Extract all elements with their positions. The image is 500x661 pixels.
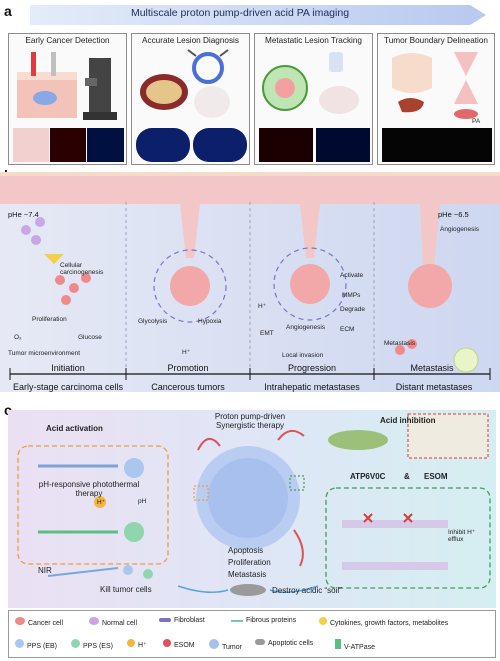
- fibroblast-icon: [159, 618, 171, 622]
- legend: Cancer cell Normal cell Fibroblast Fibro…: [8, 610, 496, 658]
- ph-right: pHe ~6.5: [438, 210, 469, 219]
- label-activate: Activate: [340, 272, 364, 279]
- pa-cross-section-2: [193, 128, 247, 162]
- label-degrade: Degrade: [340, 306, 365, 313]
- kill-tumor-label: Kill tumor cells: [100, 585, 152, 594]
- tumor-icon: [209, 639, 219, 649]
- panel-c-label: c: [4, 402, 12, 418]
- tumor-progression-diagram: [0, 172, 500, 392]
- stage-promotion-sub: Cancerous tumors: [151, 382, 225, 392]
- card-metastatic-tracking: Metastatic Lesion Tracking: [254, 33, 373, 165]
- legend-cytokines: Cytokines, growth factors, metabolites: [319, 617, 448, 627]
- card-title: Metastatic Lesion Tracking: [265, 36, 362, 45]
- cancer-cell-icon: [15, 617, 25, 625]
- card-title: Early Cancer Detection: [25, 36, 110, 45]
- fibrous-protein-icon: [231, 620, 243, 622]
- apoptotic-cell-icon: [255, 639, 265, 645]
- label-cellular-carcinogenesis: Cellular carcinogenesis: [60, 262, 104, 276]
- nir-label: NIR: [38, 566, 52, 575]
- lymph-node-illustration: [262, 52, 359, 114]
- label-tumor-microenvironment: Tumor microenvironment: [8, 350, 81, 357]
- pps-eb-icon: [15, 639, 24, 648]
- atp6v0c-label: ATP6V0C: [350, 472, 386, 481]
- acid-inhibition-title: Acid inhibition: [380, 416, 436, 425]
- label-hypoxia: Hypoxia: [198, 318, 222, 325]
- center-therapy-title: Proton pump-driven Synergistic therapy: [214, 412, 286, 430]
- label-proliferation: Proliferation: [32, 316, 67, 323]
- label-o2: O₂: [14, 334, 22, 341]
- skin-tissue-illustration: [17, 52, 117, 120]
- ph-left: pHe ~7.4: [8, 210, 39, 219]
- inhibit-efflux-label: Inhibit H⁺ efflux: [448, 529, 476, 543]
- pps-es-icon: [71, 639, 80, 648]
- card-lesion-diagnosis: Accurate Lesion Diagnosis: [131, 33, 250, 165]
- therapy-diagram: [8, 410, 496, 608]
- legend-fibroblast: Fibroblast: [159, 617, 205, 624]
- pa-3d-image: [382, 128, 492, 162]
- acid-activation-title: Acid activation: [46, 424, 103, 433]
- stage-initiation-sub: Early-stage carcinoma cells: [12, 382, 124, 392]
- normal-cell-icon: [89, 617, 99, 625]
- pa-metastasis-blue: [316, 128, 370, 162]
- legend-v-atpase: V-ATPase: [335, 639, 375, 651]
- esom-icon: [163, 639, 171, 647]
- legend-tumor: Tumor: [209, 639, 242, 651]
- legend-h-plus: H⁺: [127, 639, 147, 649]
- label-glycolysis: Glycolysis: [138, 318, 168, 325]
- cytokine-icon: [319, 617, 327, 625]
- legend-fibrous-proteins: Fibrous proteins: [231, 617, 296, 624]
- legend-apoptotic-cells: Apoptotic cells: [255, 639, 313, 647]
- legend-normal-cell: Normal cell: [89, 617, 137, 627]
- card-title: Accurate Lesion Diagnosis: [142, 36, 239, 45]
- h-plus-label: H⁺: [97, 499, 106, 506]
- esom-label: ESOM: [424, 472, 448, 481]
- label-h-plus-promotion: H⁺: [182, 349, 191, 356]
- stage-promotion: Promotion: [167, 363, 209, 373]
- card-early-detection: Early Cancer Detection: [8, 33, 127, 165]
- stage-metastasis-sub: Distant metastases: [395, 382, 473, 392]
- label-glucose: Glucose: [78, 334, 102, 341]
- card-tumor-boundary: Tumor Boundary Delineation PA: [377, 33, 495, 165]
- mouse-scan-illustration: [140, 49, 230, 118]
- label-ecm: ECM: [340, 326, 355, 333]
- label-emt: EMT: [260, 330, 274, 337]
- label-angiogenesis-metastasis: Angiogenesis: [440, 226, 480, 233]
- label-local-invasion: Local invasion: [282, 352, 324, 359]
- pa-tag: PA: [472, 118, 481, 125]
- effect-apoptosis: Apoptosis: [228, 546, 264, 555]
- pa-metastasis-red: [259, 128, 313, 162]
- legend-pps-es: PPS (ES): [71, 639, 113, 650]
- banner-title: Multiscale proton pump-driven acid PA im…: [130, 7, 350, 19]
- red-pa-image: [50, 128, 86, 162]
- label-angiogenesis-progression: Angiogenesis: [286, 324, 326, 331]
- stage-progression: Progression: [287, 363, 337, 373]
- surgery-illustration: [392, 52, 478, 119]
- label-h-plus-progression: H⁺: [258, 303, 267, 310]
- banner-arrow: [30, 5, 486, 25]
- skin-vessel-image: [13, 128, 49, 162]
- pa-cross-section-1: [136, 128, 190, 162]
- stage-initiation: Initiation: [51, 363, 85, 373]
- ampersand-label: &: [404, 472, 410, 481]
- effect-proliferation: Proliferation: [228, 558, 271, 567]
- effect-metastasis: Metastasis: [228, 570, 267, 579]
- ph-down-label: pH: [138, 498, 147, 505]
- blue-pa-image: [87, 128, 124, 162]
- card-title: Tumor Boundary Delineation: [384, 36, 488, 45]
- h-plus-icon: [127, 639, 135, 647]
- ph-responsive-label: pH-responsive photothermal therapy: [38, 480, 140, 498]
- stage-progression-sub: Intrahepatic metastases: [264, 382, 360, 392]
- v-atpase-icon: [335, 639, 341, 649]
- legend-esom: ESOM: [163, 639, 195, 649]
- legend-pps-eb: PPS (EB): [15, 639, 57, 650]
- stage-metastasis: Metastasis: [410, 363, 454, 373]
- label-metastasis-annotation: Metastasis: [384, 340, 416, 347]
- legend-cancer-cell: Cancer cell: [15, 617, 63, 627]
- label-mmps: MMPs: [342, 292, 361, 299]
- destroy-soil-label: Destroy acidic “soil”: [272, 586, 342, 595]
- panel-a-label: a: [4, 3, 12, 19]
